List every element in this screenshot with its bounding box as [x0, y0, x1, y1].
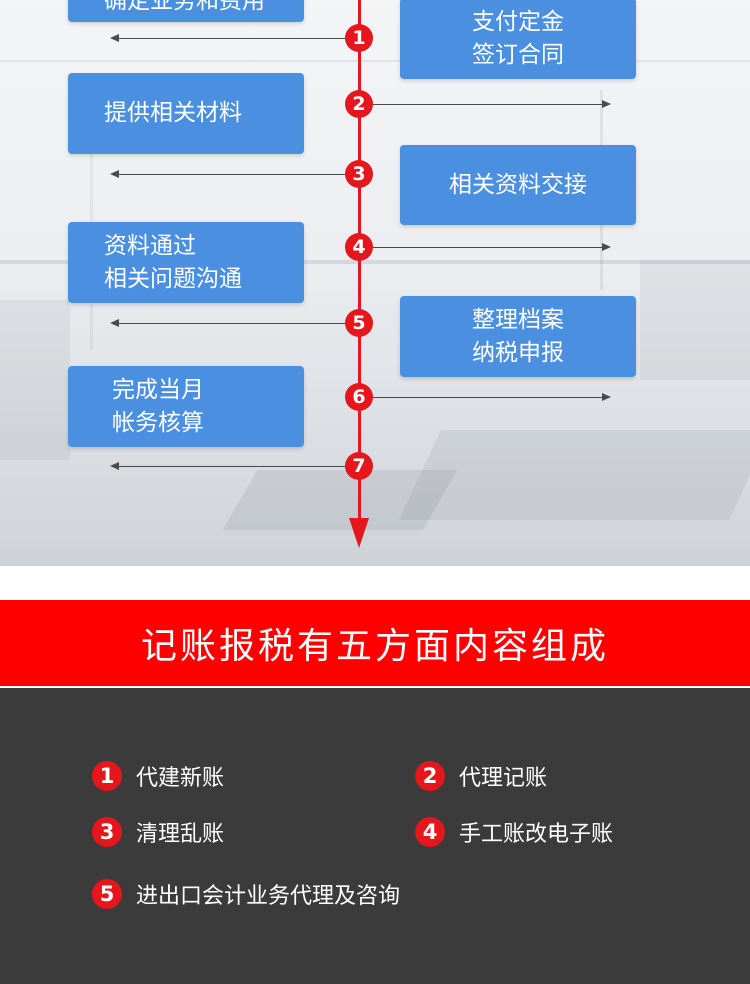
flow-box-label: 纳税申报: [472, 339, 564, 366]
arrow-left-icon: [110, 319, 119, 327]
number-badge: 1: [92, 761, 122, 791]
flow-box-label: 提供相关材料: [104, 100, 242, 126]
connector-right: [373, 104, 603, 105]
service-label: 手工账改电子账: [459, 822, 614, 847]
flow-box-label: 整理档案: [472, 306, 564, 333]
background-decor: [640, 260, 750, 380]
step-badge-6: 6: [345, 383, 373, 411]
flow-box-archive-tax-filing: 整理档案 纳税申报: [400, 296, 636, 377]
background-decor: [0, 300, 70, 460]
number-badge: 2: [415, 761, 445, 791]
service-item-2: 2 代理记账: [415, 760, 547, 792]
service-item-4: 4 手工账改电子账: [415, 816, 613, 848]
service-label: 进出口会计业务代理及咨询: [136, 884, 401, 909]
flow-box-monthly-accounting: 完成当月 帐务核算: [68, 366, 304, 447]
number-badge: 4: [415, 817, 445, 847]
background-decor: [0, 60, 750, 62]
flow-box-label: 帐务核算: [112, 409, 204, 436]
flow-box-label: 资料通过: [104, 232, 196, 259]
arrow-right-icon: [602, 393, 611, 401]
step-badge-5: 5: [345, 309, 373, 337]
connector-left: [118, 38, 346, 39]
flow-box-materials-handover: 相关资料交接: [400, 145, 636, 225]
step-badge-2: 2: [345, 90, 373, 118]
connector-right: [373, 247, 603, 248]
flow-box-deposit-contract: 支付定金 签订合同: [400, 0, 636, 79]
arrow-right-icon: [602, 243, 611, 251]
flow-box-label: 相关资料交接: [449, 171, 587, 198]
connector-left: [118, 174, 346, 175]
timeline-arrow-down-icon: [349, 518, 369, 548]
flow-box-label: 确定业务和费用: [104, 0, 265, 14]
background-decor: [0, 260, 750, 264]
service-label: 清理乱账: [136, 822, 225, 847]
step-badge-4: 4: [345, 233, 373, 261]
flow-box-label: 支付定金: [472, 8, 564, 35]
connector-left: [118, 466, 346, 467]
arrow-left-icon: [110, 170, 119, 178]
flow-box-confirm-business: 确定业务和费用: [68, 0, 304, 22]
step-badge-7: 7: [345, 452, 373, 480]
step-badge-1: 1: [345, 24, 373, 52]
flow-box-label: 签订合同: [472, 41, 564, 68]
section-title: 记账报税有五方面内容组成: [140, 626, 609, 667]
flow-box-materials-approved: 资料通过 相关问题沟通: [68, 222, 304, 303]
number-badge: 3: [92, 817, 122, 847]
service-label: 代建新账: [136, 766, 225, 791]
background-decor: [222, 470, 458, 530]
arrow-right-icon: [602, 100, 611, 108]
number-badge: 5: [92, 879, 122, 909]
service-label: 代理记账: [459, 766, 548, 791]
timeline-line: [358, 0, 361, 522]
arrow-left-icon: [110, 462, 119, 470]
services-section: 1 代建新账 2 代理记账 3 清理乱账 4 手工账改电子账 5 进出口会计业务…: [0, 688, 750, 984]
arrow-left-icon: [110, 34, 119, 42]
flow-box-provide-materials: 提供相关材料: [68, 73, 304, 154]
section-gap: [0, 566, 750, 600]
step-badge-3: 3: [345, 160, 373, 188]
flow-box-label: 相关问题沟通: [104, 265, 242, 292]
section-title-banner: 记账报税有五方面内容组成: [0, 600, 750, 686]
flow-box-label: 完成当月: [112, 376, 204, 403]
service-item-3: 3 清理乱账: [92, 816, 224, 848]
service-item-5: 5 进出口会计业务代理及咨询: [92, 878, 400, 910]
process-flow-section: 确定业务和费用 提供相关材料 资料通过 相关问题沟通 完成当月 帐务核算 支付定…: [0, 0, 750, 566]
connector-left: [118, 323, 346, 324]
connector-right: [373, 397, 603, 398]
service-item-1: 1 代建新账: [92, 760, 224, 792]
